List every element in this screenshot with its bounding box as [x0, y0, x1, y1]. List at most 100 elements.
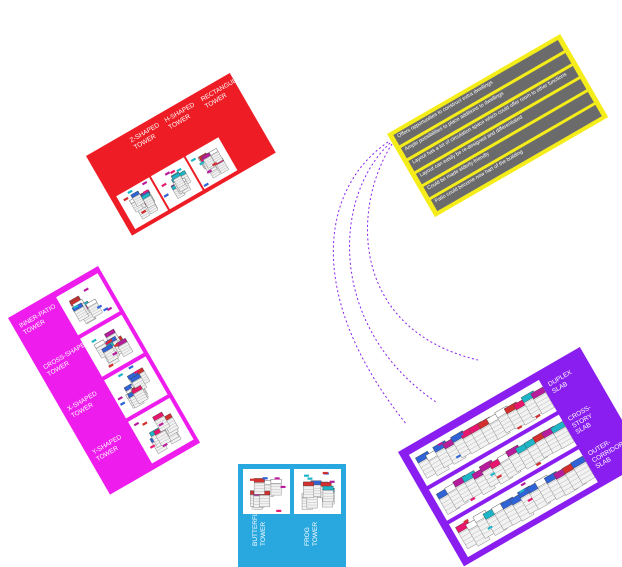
unit-highlight [104, 328, 116, 338]
floor-line [208, 166, 216, 171]
unit-highlight [303, 481, 314, 487]
tag-marker [161, 182, 167, 188]
floor-line [76, 311, 87, 317]
tag-marker [455, 454, 462, 459]
floor-line [540, 403, 553, 411]
unit-highlight [570, 455, 586, 469]
building-drawing [249, 477, 286, 512]
floor-line [148, 205, 156, 210]
tag-marker [458, 432, 464, 437]
tag-marker [106, 306, 113, 312]
tag-marker [117, 372, 124, 378]
tag-marker [169, 169, 176, 175]
floor-line [182, 186, 190, 192]
red-tower-panel: RECTANGULAR TOWER H-SHAPED TOWER Z-SHAPE… [86, 73, 276, 236]
inner-patio-label: INNER-PATIO TOWER [18, 303, 58, 337]
floor-line [105, 350, 115, 356]
floor-line [557, 434, 571, 442]
floor-line [143, 195, 151, 201]
floor-line [574, 462, 587, 470]
floor-line [157, 433, 167, 439]
tag-marker [520, 482, 526, 487]
floor-line [555, 430, 569, 439]
tag-marker [535, 461, 542, 467]
frog-cell [294, 469, 341, 514]
floor-line [133, 196, 142, 201]
floor-line [137, 396, 147, 402]
tag-marker [107, 338, 113, 344]
unit-highlight [85, 298, 98, 308]
tag-marker [496, 474, 503, 479]
outer-corridor-slab-label: OUTER- CORRIDOR SLAB [587, 438, 622, 471]
building-drawing [190, 148, 230, 187]
rect-tower-cell [185, 137, 238, 190]
floor-line [211, 151, 219, 157]
unit-highlight [101, 343, 113, 353]
floor-line [122, 348, 132, 355]
tag-marker [127, 189, 133, 195]
building-drawing [455, 455, 596, 550]
tag-marker [322, 471, 328, 475]
cross-story-slab-cell [428, 414, 577, 521]
floor-line [96, 343, 106, 350]
floor-line [173, 175, 181, 181]
floor-line [103, 348, 114, 354]
butterfly-label: BUTTERFLY TOWER [252, 508, 267, 546]
building-drawing [301, 471, 335, 510]
tag-marker [142, 421, 148, 426]
cross-shaped-label: CROSS-SHAPED TOWER [42, 339, 91, 378]
unit-highlight [208, 148, 219, 156]
tag-marker [519, 488, 525, 494]
floor-line [534, 392, 547, 401]
building-drawing [123, 181, 159, 220]
unit-highlight [129, 373, 142, 383]
floor-line [217, 163, 226, 168]
unit-highlight [550, 421, 566, 434]
tag-marker [212, 161, 218, 167]
tag-marker [102, 307, 109, 312]
building-drawing [161, 167, 192, 199]
building-drawing [91, 328, 134, 368]
outer-corridor-slab-cell [448, 449, 598, 558]
tag-marker [128, 365, 134, 370]
tag-marker [483, 461, 489, 466]
tag-marker [190, 157, 197, 163]
tag-marker [142, 189, 149, 194]
building-drawing [133, 411, 182, 454]
tag-marker [164, 171, 171, 176]
floor-line [144, 197, 152, 203]
tag-marker [91, 338, 97, 343]
floor-line [108, 358, 118, 364]
inner-patio-cell [56, 273, 120, 336]
floor-line [155, 430, 166, 437]
tag-marker [249, 478, 255, 481]
floor-line [553, 427, 567, 435]
tag-marker [262, 477, 268, 480]
floor-line [156, 418, 166, 425]
tag-marker [163, 193, 169, 198]
floor-line [107, 354, 118, 361]
floor-line [92, 309, 102, 316]
unit-highlight [141, 192, 151, 200]
floor-line [133, 380, 143, 386]
tag-marker [527, 497, 533, 502]
tag-marker [162, 442, 168, 448]
y-shaped-cell [128, 397, 194, 464]
tag-marker [280, 485, 286, 489]
floor-line [119, 344, 129, 350]
tag-marker [141, 181, 148, 186]
floor-line [167, 425, 178, 431]
floor-line [160, 438, 170, 444]
unit-highlight [201, 152, 211, 160]
floor-line [206, 161, 215, 167]
duplex-slab-cell [408, 379, 557, 487]
floor-line [580, 473, 593, 481]
tag-marker [470, 496, 476, 502]
floor-line [179, 185, 187, 190]
tag-marker [133, 369, 140, 375]
floor-line [559, 437, 573, 445]
floor-line [176, 192, 185, 197]
floor-line [120, 346, 131, 353]
floor-line [158, 435, 169, 442]
